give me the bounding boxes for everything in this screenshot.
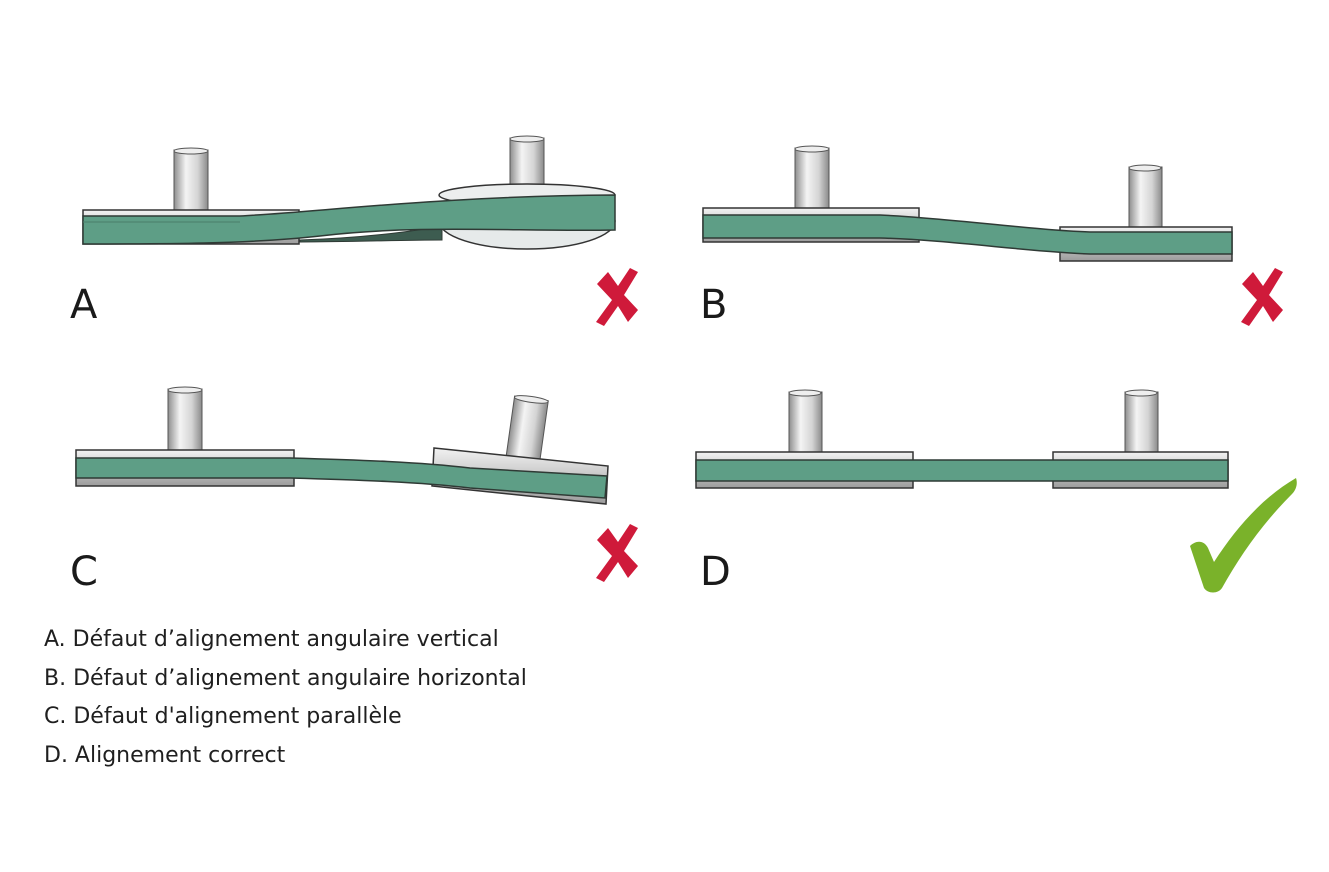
cross-mark-icon [596,268,638,326]
belt [702,214,1233,255]
panel-d: D [695,389,1297,595]
legend-item-c: C. Défaut d'alignement parallèle [44,704,402,729]
pulley-right-tilted [438,135,616,250]
belt [695,459,1229,482]
legend-item-a: A. Défaut d’alignement angulaire vertica… [44,627,499,652]
belt [82,194,616,245]
legend-item-d: D. Alignement correct [44,742,286,768]
panel-letter: A [70,282,98,328]
panel-letter: D [700,549,731,595]
panel-a: A [70,135,638,328]
check-mark-icon [1190,478,1297,593]
panel-c: C [70,386,638,595]
alignment-diagram: A B [70,135,1297,595]
panel-b: B [700,145,1283,328]
cross-mark-icon [596,524,638,582]
cross-mark-icon [1241,268,1283,326]
legend: A. Défaut d’alignement angulaire vertica… [44,624,527,778]
legend-item-b: B. Défaut d’alignement angulaire horizon… [44,665,527,691]
panel-letter: C [70,549,98,595]
panel-letter: B [700,282,727,328]
belt [75,457,608,499]
